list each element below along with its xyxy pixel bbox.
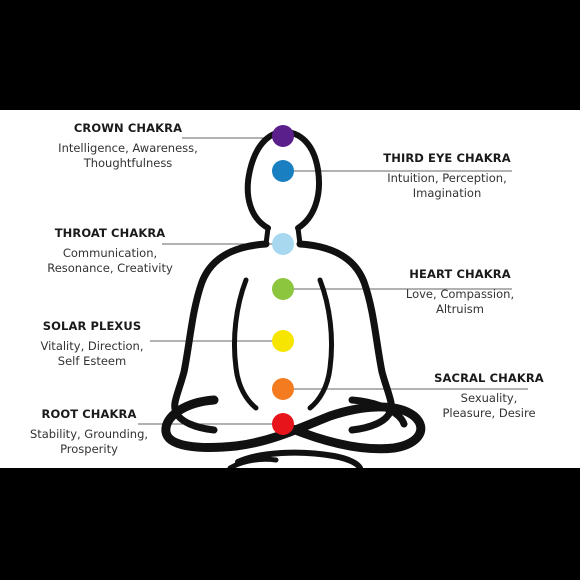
throat-chakra-label: THROAT CHAKRA Communication, Resonance, … (38, 226, 182, 276)
throat-chakra-dot (272, 233, 294, 255)
heart-chakra-label: HEART CHAKRA Love, Compassion, Altruism (390, 267, 530, 317)
solar-plexus-desc: Vitality, Direction, Self Esteem (28, 339, 156, 369)
crown-desc-line-2: Thoughtfulness (83, 156, 173, 170)
third-eye-chakra-name: THIRD EYE CHAKRA (383, 151, 511, 165)
throat-desc-line-1: Communication, (62, 246, 158, 260)
root-desc-line-2: Prosperity (60, 442, 118, 456)
crown-chakra-name: CROWN CHAKRA (73, 121, 183, 135)
meditating-figure (138, 125, 528, 468)
heart-chakra-name: HEART CHAKRA (409, 267, 511, 281)
third-eye-desc-line-2: Imagination (412, 186, 482, 200)
solar-desc-line-2: Self Esteem (57, 354, 127, 368)
sacral-chakra-dot (272, 378, 294, 400)
third-eye-chakra-label: THIRD EYE CHAKRA Intuition, Perception, … (372, 151, 522, 201)
root-desc-line-1: Stability, Grounding, (29, 427, 149, 441)
throat-chakra-name: THROAT CHAKRA (54, 226, 166, 240)
throat-desc-line-2: Resonance, Creativity (47, 261, 173, 275)
solar-plexus-name: SOLAR PLEXUS (42, 319, 142, 333)
figure-outline (161, 129, 426, 468)
heart-chakra-dot (272, 278, 294, 300)
third-eye-chakra-dot (272, 160, 294, 182)
sacral-chakra-desc: Sexuality, Pleasure, Desire (422, 391, 556, 421)
sacral-chakra-label: SACRAL CHAKRA Sexuality, Pleasure, Desir… (422, 371, 556, 421)
chakra-diagram: CROWN CHAKRA Intelligence, Awareness, Th… (0, 110, 580, 468)
heart-desc-line-2: Altruism (436, 302, 484, 316)
solar-desc-line-1: Vitality, Direction, (40, 339, 144, 353)
crown-chakra-dot (272, 125, 294, 147)
crown-chakra-desc: Intelligence, Awareness, Thoughtfulness (48, 141, 208, 171)
solar-plexus-dot (272, 330, 294, 352)
sacral-chakra-name: SACRAL CHAKRA (434, 371, 544, 385)
sacral-desc-line-2: Pleasure, Desire (442, 406, 536, 420)
root-chakra-desc: Stability, Grounding, Prosperity (14, 427, 164, 457)
third-eye-desc-line-1: Intuition, Perception, (387, 171, 507, 185)
crown-desc-line-1: Intelligence, Awareness, (58, 141, 198, 155)
heart-chakra-desc: Love, Compassion, Altruism (390, 287, 530, 317)
throat-chakra-desc: Communication, Resonance, Creativity (38, 246, 182, 276)
root-chakra-dot (272, 413, 294, 435)
crown-chakra-label: CROWN CHAKRA Intelligence, Awareness, Th… (48, 121, 208, 171)
root-chakra-label: ROOT CHAKRA Stability, Grounding, Prospe… (14, 407, 164, 457)
root-chakra-name: ROOT CHAKRA (41, 407, 137, 421)
sacral-desc-line-1: Sexuality, (460, 391, 518, 405)
heart-desc-line-1: Love, Compassion, (405, 287, 515, 301)
solar-plexus-label: SOLAR PLEXUS Vitality, Direction, Self E… (28, 319, 156, 369)
third-eye-chakra-desc: Intuition, Perception, Imagination (372, 171, 522, 201)
